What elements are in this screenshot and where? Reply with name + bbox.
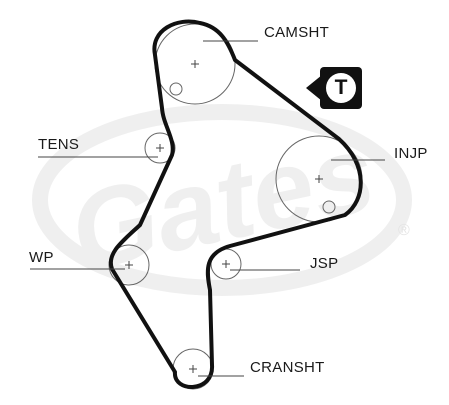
label-wp: WP <box>29 249 54 266</box>
tensioner-t-icon: T <box>320 67 362 109</box>
camshaft-small-circle <box>169 82 183 96</box>
label-cransht: CRANSHT <box>250 359 325 376</box>
timing-belt <box>108 19 363 389</box>
pulley-centers <box>125 60 323 373</box>
watermark-registered: ® <box>398 222 410 239</box>
tensioner-badge-letter: T <box>326 73 356 103</box>
label-camsht: CAMSHT <box>264 24 330 41</box>
injection-pump-small-circle <box>322 200 336 214</box>
leader-lines <box>30 40 385 377</box>
label-jsp: JSP <box>310 255 339 272</box>
label-tens: TENS <box>38 136 80 153</box>
label-injp: INJP <box>394 145 428 162</box>
tensioner-pulley <box>144 132 176 164</box>
tensioner-badge-pointer <box>306 75 322 101</box>
